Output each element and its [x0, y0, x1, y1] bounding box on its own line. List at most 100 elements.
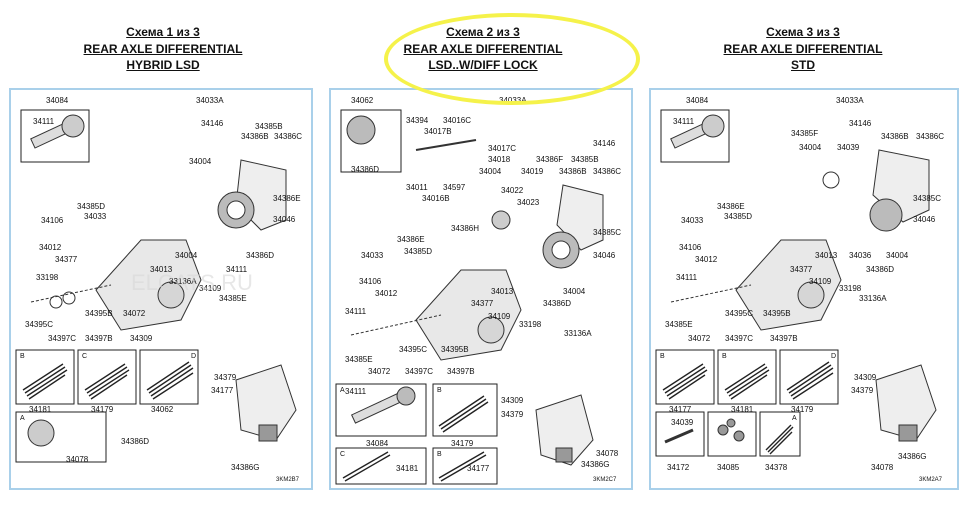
part-label: 34385C	[913, 194, 941, 203]
part-label: 34111	[226, 265, 248, 274]
part-label: 34386C	[274, 132, 302, 141]
diagram-panel[interactable]: 34084 34033A 34111 34146 34385B 34386B 3…	[9, 88, 313, 490]
scheme-number-link[interactable]: Схема 1 из 3	[126, 25, 200, 39]
part-label: 34181	[29, 405, 52, 414]
part-label: 34085	[717, 463, 740, 472]
part-label: 34386G	[898, 452, 926, 461]
scheme-variant-link[interactable]: HYBRID LSD	[126, 58, 200, 72]
part-label: 34106	[679, 243, 702, 252]
part-label: 34379	[501, 410, 524, 419]
part-label: 34004	[479, 167, 502, 176]
inset-box	[15, 411, 107, 463]
part-label: 34111	[673, 117, 695, 126]
part-label: 34039	[671, 418, 694, 427]
scheme-variant-link[interactable]: STD	[791, 58, 815, 72]
part-label: 34395C	[725, 309, 753, 318]
part-label: 34033A	[196, 96, 224, 105]
part-label: 34111	[676, 273, 698, 282]
section-letter: D	[831, 353, 836, 360]
part-label: 34395B	[441, 345, 469, 354]
inset-box	[655, 349, 715, 405]
part-label: 34033	[361, 251, 384, 260]
part-label: 34386G	[231, 463, 259, 472]
part-label: 34013	[815, 251, 838, 260]
part-label: 34004	[886, 251, 909, 260]
part-label: 34385C	[593, 228, 621, 237]
part-label: 34109	[199, 284, 222, 293]
diagram-code: 3KM2A7	[919, 477, 943, 483]
part-label: 34111	[33, 117, 55, 126]
part-label: 33198	[839, 284, 862, 293]
part-label: 34046	[273, 215, 296, 224]
section-letter: B	[660, 353, 665, 360]
flange-drawing	[797, 281, 825, 309]
part-label: 34033	[681, 216, 704, 225]
scheme-title-link[interactable]: REAR AXLE DIFFERENTIAL	[83, 41, 243, 56]
part-label: 34385E	[665, 320, 693, 329]
part-label: 34046	[593, 251, 616, 260]
part-label: 34385D	[724, 212, 752, 221]
parts-diagram: 34084 34033A 34111 34146 34385B 34386B 3…	[15, 96, 302, 483]
part-label: 34386H	[451, 224, 479, 233]
part-label: 34062	[151, 405, 174, 414]
part-label: 34146	[201, 119, 224, 128]
part-label: 34379	[214, 373, 237, 382]
part-label: 34309	[130, 334, 153, 343]
part-label: 34386D	[121, 437, 149, 446]
inset-box	[432, 383, 498, 437]
part-label: 33198	[36, 273, 59, 282]
section-letter: A	[20, 415, 25, 422]
part-label: 34385F	[791, 129, 818, 138]
part-label: 34078	[596, 449, 619, 458]
part-label: 34386D	[866, 265, 894, 274]
part-label: 34146	[849, 119, 872, 128]
part-label: 34309	[501, 396, 524, 405]
part-label: 34395C	[399, 345, 427, 354]
part-label: 34023	[517, 198, 540, 207]
part-label: 34033	[84, 212, 107, 221]
section-letter: D	[191, 353, 196, 360]
inset-box	[779, 349, 839, 405]
part-label: 34016C	[443, 116, 471, 125]
part-label: 34036	[849, 251, 872, 260]
part-label: 34397C	[725, 334, 753, 343]
part-label: 34022	[501, 186, 524, 195]
part-label: 34385B	[571, 155, 599, 164]
diagram-panel[interactable]: 34062 34033A 34394 34016C 34017B 34146 3…	[329, 88, 633, 490]
scheme-title-link[interactable]: REAR AXLE DIFFERENTIAL	[723, 41, 883, 56]
inset-box	[15, 349, 75, 405]
inset-box	[20, 109, 90, 163]
part-label: 34386B	[881, 132, 909, 141]
inset-box	[77, 349, 137, 405]
part-label: 34177	[467, 464, 490, 473]
part-label: 34172	[667, 463, 690, 472]
diff-case-drawing	[346, 115, 376, 145]
part-label: 34084	[686, 96, 709, 105]
section-letter: B	[20, 353, 25, 360]
part-label: 34379	[851, 386, 874, 395]
part-label: 34179	[791, 405, 814, 414]
diagram-panel[interactable]: 34084 34033A 34111 34146 34385F 34386B 3…	[649, 88, 959, 490]
section-letter: C	[82, 353, 87, 360]
housing-drawing	[235, 364, 297, 441]
inset-box	[717, 349, 777, 405]
part-label: 34062	[351, 96, 374, 105]
part-label: 34111	[345, 307, 367, 316]
part-label: 34397B	[447, 367, 475, 376]
part-label: 34386F	[536, 155, 563, 164]
inset-box	[707, 411, 757, 457]
scheme-header: Схема 3 из 3 REAR AXLE DIFFERENTIAL STD	[644, 24, 962, 74]
part-label: 34386C	[916, 132, 944, 141]
inset-box	[340, 109, 402, 173]
ring-gear-drawing	[869, 198, 903, 232]
part-label: 34179	[451, 439, 474, 448]
part-label: 34016B	[422, 194, 450, 203]
part-label: 34386D	[543, 299, 571, 308]
part-label: 33136A	[859, 294, 887, 303]
section-letter: B	[437, 387, 442, 394]
part-label: 34072	[368, 367, 391, 376]
scheme-number-link[interactable]: Схема 3 из 3	[766, 25, 840, 39]
part-label: 34385B	[255, 122, 283, 131]
inset-box	[660, 109, 730, 163]
part-label: 34397C	[405, 367, 433, 376]
